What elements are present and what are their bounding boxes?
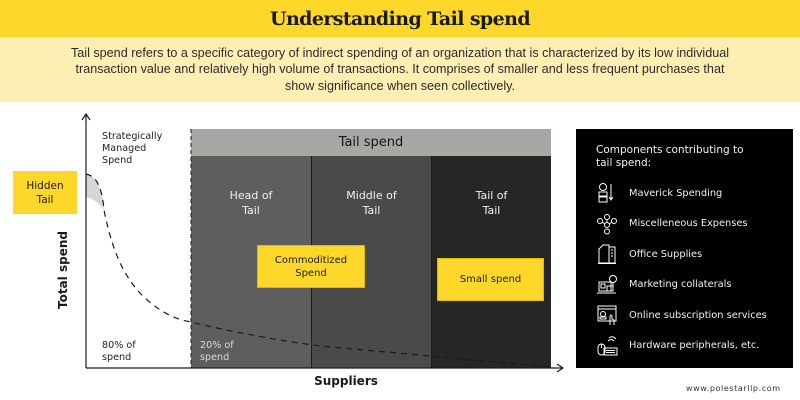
commoditized-spend-box: Commoditized Spend — [257, 245, 365, 288]
component-label: Hardware peripherals, etc. — [629, 340, 760, 352]
components-title: Components contributing to tail spend: — [596, 144, 744, 169]
online-subscription-icon — [597, 305, 617, 326]
description-band: Tail spend refers to a specific category… — [0, 37, 800, 102]
title-bar: Understanding Tail spend — [0, 0, 800, 37]
x-axis-label: Suppliers — [314, 374, 378, 388]
tail-spend-header: Tail spend — [191, 129, 551, 156]
component-item: Marketing collaterals — [596, 270, 793, 301]
strategically-managed-label: Strategically Managed Spend — [102, 131, 163, 167]
small-spend-box: Small spend — [437, 258, 544, 301]
description-text: Tail spend refers to a specific category… — [70, 45, 730, 93]
components-panel: Components contributing to tail spend: M… — [576, 129, 793, 368]
component-label: Maverick Spending — [629, 187, 723, 199]
page-title: Understanding Tail spend — [269, 7, 531, 30]
component-label: Marketing collaterals — [629, 279, 732, 291]
component-item: Maverick Spending — [596, 178, 793, 209]
component-item: Office Supplies — [596, 239, 793, 270]
pct-80-label: 80% of spend — [102, 340, 136, 364]
component-item: Hardware peripherals, etc. — [596, 331, 793, 362]
hidden-tail-area — [86, 174, 104, 210]
component-label: Office Supplies — [629, 248, 703, 260]
component-item: Online subscription services — [596, 300, 793, 331]
hardware-peripherals-icon — [597, 335, 618, 356]
maverick-spending-icon — [598, 183, 614, 203]
y-axis-label: Total spend — [56, 231, 70, 309]
hidden-tail-label: Hidden Tail — [13, 171, 77, 214]
y-axis-arrow — [81, 112, 91, 121]
marketing-collaterals-icon — [597, 274, 617, 294]
x-axis-arrow — [556, 363, 565, 373]
pct-20-label: 20% of spend — [200, 340, 234, 364]
footer-url: www.polestarllp.com — [686, 384, 781, 393]
component-item: Miscelleneous Expenses — [596, 209, 793, 240]
component-label: Online subscription services — [629, 309, 767, 321]
miscellaneous-expenses-icon — [597, 213, 617, 235]
component-label: Miscelleneous Expenses — [629, 218, 748, 230]
office-supplies-icon — [598, 244, 616, 265]
